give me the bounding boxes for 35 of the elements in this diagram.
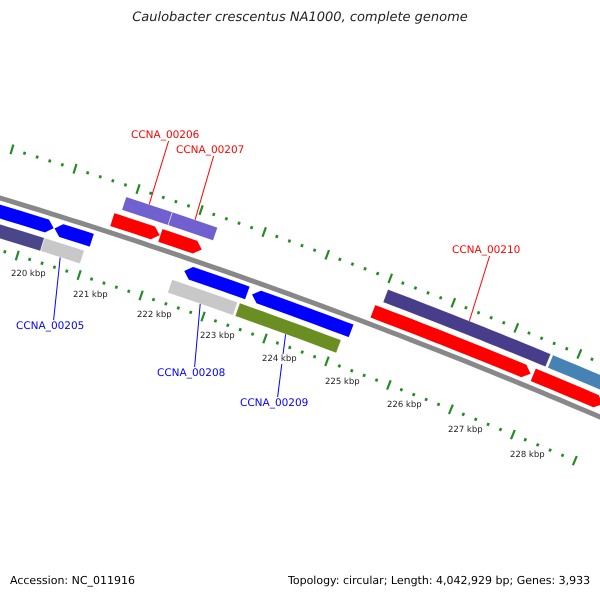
- gene-bar: [234, 302, 342, 354]
- gene-bar: [251, 290, 354, 338]
- gene-bar: [168, 212, 218, 242]
- leader-line: [194, 156, 214, 220]
- gene-bar: [110, 212, 161, 240]
- gene-bar: [183, 266, 250, 300]
- gene-bar: [382, 288, 552, 368]
- scale-label: 223 kbp: [200, 331, 235, 341]
- scale-label: 227 kbp: [448, 425, 483, 435]
- gene-label: CCNA_00207: [176, 144, 244, 156]
- scale-label: 221 kbp: [73, 290, 108, 300]
- gene-label: CCNA_00208: [157, 367, 226, 379]
- gene-bar: [121, 196, 173, 226]
- scale-label: 220 kbp: [11, 269, 46, 279]
- footer-text: Accession: NC_011916: [10, 574, 136, 587]
- gene-bar: [530, 368, 600, 408]
- footer-text: Topology: circular; Length: 4,042,929 bp; Genes: 3,933: [288, 574, 590, 587]
- gene-label: CCNA_00206: [131, 129, 200, 141]
- leader-line: [468, 256, 490, 322]
- gene-bar: [40, 237, 85, 264]
- scale-label: 224 kbp: [262, 354, 297, 364]
- gene-bar: [370, 304, 532, 378]
- leader-line: [53, 257, 61, 320]
- scale-label: 228 kbp: [510, 450, 545, 460]
- gene-bar: [54, 223, 95, 248]
- scale-label: 225 kbp: [325, 377, 360, 387]
- leader-line: [194, 303, 201, 368]
- scale-label: 226 kbp: [387, 400, 422, 410]
- gene-label: CCNA_00209: [240, 397, 308, 409]
- scale-label: 222 kbp: [137, 310, 172, 320]
- gene-bar: [158, 228, 203, 254]
- leader-line: [148, 140, 170, 205]
- gene-label: CCNA_00205: [16, 320, 84, 332]
- gene-label: CCNA_00210: [452, 244, 520, 256]
- diagram-title: Caulobacter crescentus NA1000, complete genome: [131, 10, 469, 25]
